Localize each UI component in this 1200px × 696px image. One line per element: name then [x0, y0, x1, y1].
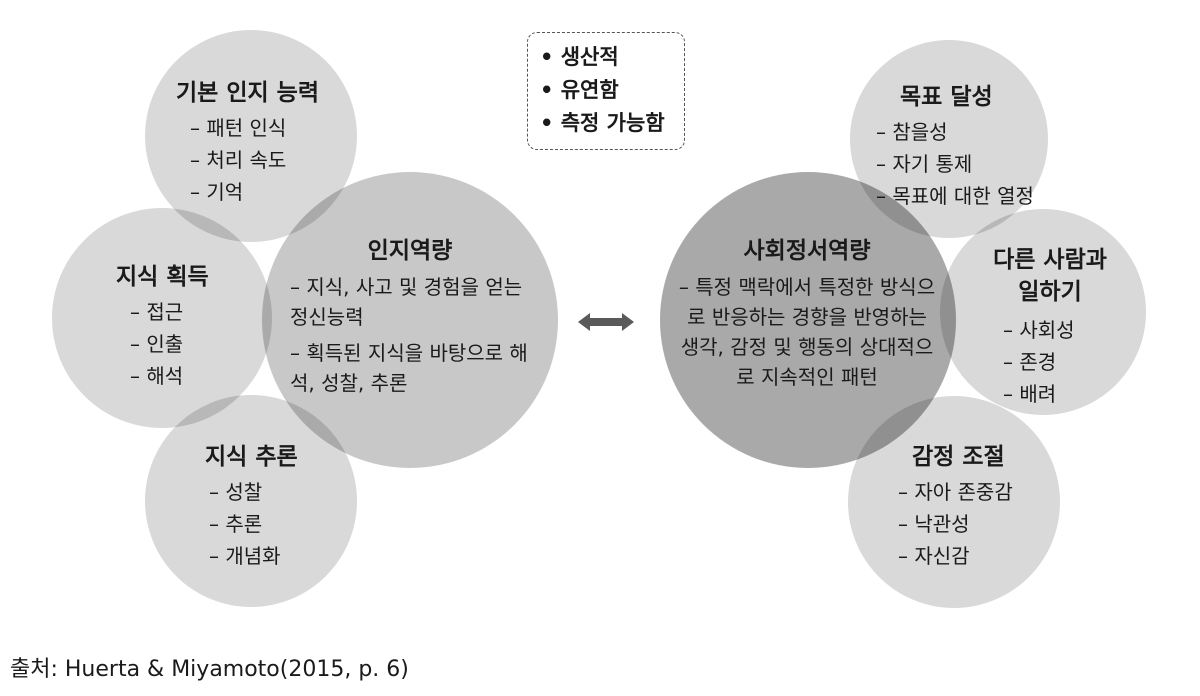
emotion-regulation-text: 감정 조절 자아 존중감 낙관성 자신감 — [892, 442, 1013, 572]
description-item: – 지식, 사고 및 경험을 얻는 정신능력 — [290, 275, 523, 329]
description-item: – 특정 맥락에서 특정한 방식으로 반응하는 경향을 반영하는 생각, 감정 … — [678, 275, 936, 389]
knowledge-reasoning-title: 지식 추론 — [205, 444, 298, 470]
list-item: 존경 — [1003, 346, 1115, 378]
list-item: 자신감 — [898, 540, 1013, 572]
socio-emotional-competency-text: 사회정서역량 – 특정 맥락에서 특정한 방식으로 반응하는 경향을 반영하는 … — [676, 236, 938, 392]
list-item: 기억 — [190, 176, 319, 208]
knowledge-acquisition-title: 지식 획득 — [116, 264, 209, 290]
list-item: 성찰 — [209, 476, 298, 508]
cognitive-competency-text: 인지역량 – 지식, 사고 및 경험을 얻는 정신능력 – 획득된 지식을 바탕… — [290, 236, 530, 398]
properties-box: 생산적 유연함 측정 가능함 — [527, 32, 685, 150]
list-item: 처리 속도 — [190, 144, 319, 176]
property-item: 측정 가능함 — [540, 107, 672, 140]
list-item: 참을성 — [876, 116, 1034, 148]
working-with-others-text: 다른 사람과 일하기 사회성 존경 배려 — [985, 244, 1115, 410]
list-item: 접근 — [130, 296, 209, 328]
basic-cognitive-title: 기본 인지 능력 — [176, 80, 319, 106]
list-item: 배려 — [1003, 378, 1115, 410]
emotion-regulation-title: 감정 조절 — [912, 444, 1005, 470]
property-item: 생산적 — [540, 41, 672, 74]
list-item: 자아 존중감 — [898, 476, 1012, 508]
socio-emotional-competency-title: 사회정서역량 — [743, 238, 871, 264]
list-item: 패턴 인식 — [190, 112, 319, 144]
list-item: 사회성 — [1003, 314, 1115, 346]
list-item: 개념화 — [209, 540, 298, 572]
cognitive-competency-circle — [262, 172, 558, 468]
knowledge-acquisition-text: 지식 획득 접근 인출 해석 — [116, 262, 209, 392]
socio-emotional-competency-circle — [660, 172, 956, 468]
goal-achievement-text: 목표 달성 참을성 자기 통제 목표에 대한 열정 — [876, 82, 1034, 212]
source-caption: 출처: Huerta & Miyamoto(2015, p. 6) — [10, 657, 409, 682]
list-item: 자기 통제 — [876, 148, 1034, 180]
description-item: – 획득된 지식을 바탕으로 해석, 성찰, 추론 — [290, 341, 528, 395]
knowledge-reasoning-text: 지식 추론 성찰 추론 개념화 — [205, 442, 298, 572]
list-item: 낙관성 — [898, 508, 1013, 540]
working-with-others-title: 다른 사람과 일하기 — [993, 247, 1107, 305]
double-arrow-icon — [578, 313, 634, 331]
list-item: 해석 — [130, 360, 209, 392]
list-item: 목표에 대한 열정 — [876, 180, 1034, 212]
cognitive-competency-title: 인지역량 — [367, 238, 453, 264]
goal-achievement-title: 목표 달성 — [900, 84, 993, 110]
basic-cognitive-text: 기본 인지 능력 패턴 인식 처리 속도 기억 — [176, 78, 319, 208]
list-item: 추론 — [209, 508, 298, 540]
list-item: 인출 — [130, 328, 209, 360]
property-item: 유연함 — [540, 74, 672, 107]
